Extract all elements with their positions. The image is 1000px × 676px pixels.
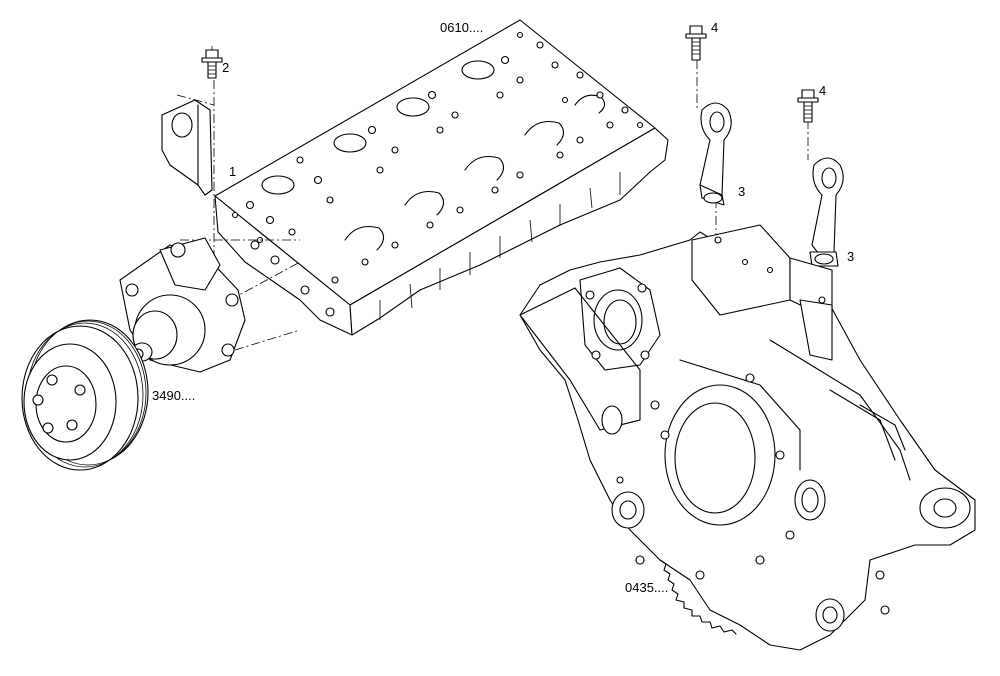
label-bolt-4b: 4 xyxy=(819,83,827,98)
label-lifting-eye-3a: 3 xyxy=(738,184,746,199)
flywheel-housing xyxy=(519,224,976,651)
bolt-part-4a xyxy=(685,25,707,61)
label-water-pump: 3490.... xyxy=(152,388,196,403)
label-bracket-1: 1 xyxy=(229,164,237,179)
label-lifting-eye-3b: 3 xyxy=(847,249,855,264)
label-bolt-4a: 4 xyxy=(711,20,719,35)
bracket-part-1 xyxy=(161,80,215,330)
lifting-eye-a xyxy=(696,60,732,240)
bolt-part-2 xyxy=(201,46,223,79)
label-cylinder-head: 0610.... xyxy=(440,20,484,35)
pulley xyxy=(21,319,149,471)
label-flywheel-housing: 0435.... xyxy=(625,580,669,595)
lifting-eye-b xyxy=(807,120,844,300)
bolt-part-4b xyxy=(797,89,819,123)
cylinder-head xyxy=(214,19,669,336)
label-bolt-2: 2 xyxy=(222,60,230,75)
